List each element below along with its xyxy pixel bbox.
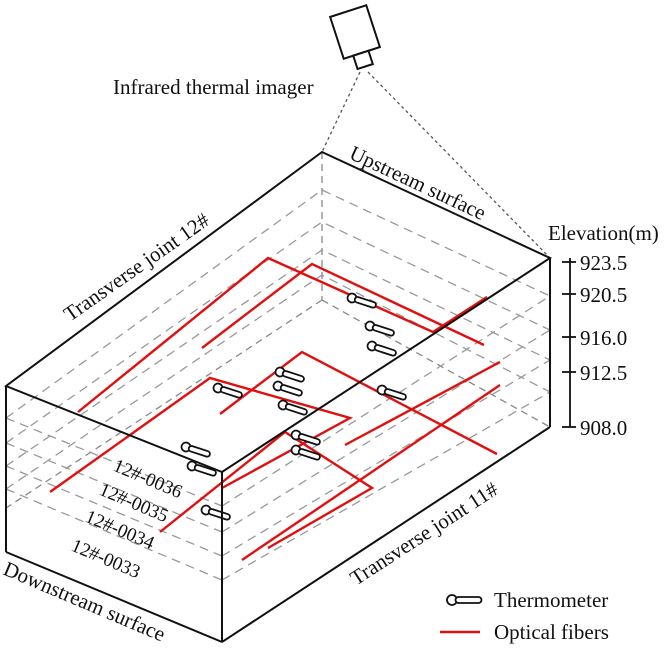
thermometer-icon — [200, 504, 231, 521]
elevation-scale — [562, 258, 576, 428]
thermal-imager-icon — [328, 3, 382, 71]
legend-thermometer-icon — [446, 594, 483, 606]
thermometer-icon — [186, 460, 217, 477]
elevation-tick-label: 912.5 — [580, 361, 627, 385]
thermometer-icon — [180, 441, 211, 458]
thermometer-icon — [272, 380, 303, 397]
block-outline — [3, 150, 553, 643]
optical-fibers — [49, 256, 501, 561]
legend — [440, 594, 483, 634]
elevation-tick-label: 908.0 — [580, 416, 627, 440]
thermometer-icon — [366, 340, 397, 357]
thermometer-icon — [290, 444, 321, 461]
thermometers — [180, 292, 407, 521]
upstream-surface-label: Upstream surface — [346, 141, 490, 225]
thermometer-icon — [212, 382, 243, 399]
elevation-title: Elevation(m) — [548, 221, 659, 245]
thermometer-icon — [277, 399, 308, 416]
legend-fiber-label: Optical fibers — [494, 620, 609, 644]
thermometer-icon — [376, 384, 407, 401]
elevation-tick-label: 916.0 — [580, 326, 627, 350]
downstream-surface-label: Downstream surface — [0, 557, 169, 647]
thermometer-icon — [274, 366, 305, 383]
view-cone-left — [321, 71, 361, 153]
thermometer-icon — [364, 320, 395, 337]
thermometer-icon — [290, 429, 321, 446]
legend-thermometer-label: Thermometer — [494, 588, 608, 612]
thermometer-icon — [346, 292, 377, 309]
elevation-tick-label: 920.5 — [580, 283, 627, 307]
imager-label: Infrared thermal imager — [113, 75, 314, 99]
view-cone-right — [367, 71, 551, 259]
transverse-joint-11-label: Transverse joint 11# — [346, 477, 503, 591]
elevation-tick-label: 923.5 — [580, 251, 627, 275]
transverse-joint-12-label: Transverse joint 12# — [59, 208, 214, 327]
